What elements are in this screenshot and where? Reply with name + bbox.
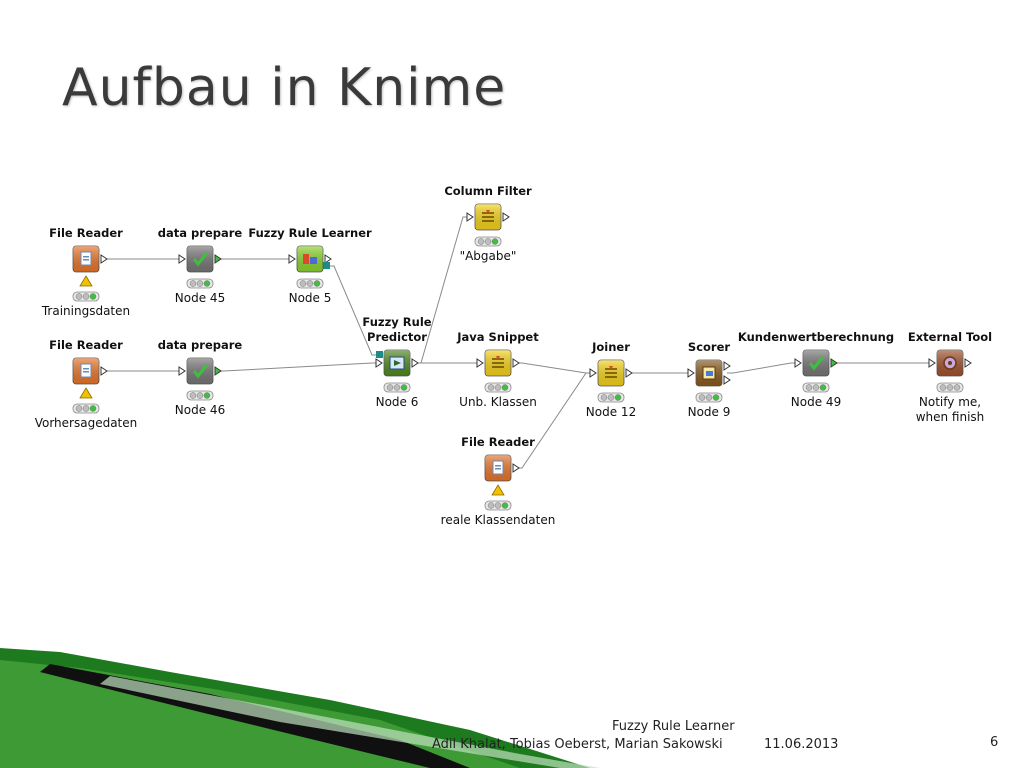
output-port: [512, 358, 520, 368]
node-label: when finish: [916, 410, 985, 424]
footer-authors: Adil Khalat, Tobias Oeberst, Marian Sako…: [432, 737, 723, 752]
connection-js-join: [516, 362, 592, 374]
node-title: Joiner: [591, 340, 630, 354]
node-label: Trainingsdaten: [41, 304, 130, 318]
node-title: File Reader: [461, 435, 535, 449]
output-port: [324, 254, 332, 264]
connection-sc-kw: [727, 362, 797, 374]
status-traffic-light: [484, 500, 512, 511]
status-traffic-light: [484, 382, 512, 393]
output-port: [502, 212, 510, 222]
output-port: [214, 366, 222, 376]
node-label: Node 12: [586, 405, 636, 419]
status-traffic-light: [695, 392, 723, 403]
output-port: [723, 361, 731, 371]
status-traffic-light: [186, 278, 214, 289]
node-label: Node 5: [289, 291, 332, 305]
node-cf[interactable]: Column Filter "Abgabe": [444, 184, 532, 263]
node-label: Node 46: [175, 403, 225, 417]
output-port: [830, 358, 838, 368]
model-port: [376, 351, 383, 358]
node-label: Notify me,: [919, 395, 981, 409]
status-traffic-light: [383, 382, 411, 393]
status-traffic-light: [72, 291, 100, 302]
footer-page-number: 6: [990, 735, 999, 750]
footer-date: 11.06.2013: [764, 737, 839, 752]
slide-decoration: [0, 648, 600, 768]
status-traffic-light: [474, 236, 502, 247]
input-port: [178, 254, 186, 264]
input-port: [476, 358, 484, 368]
node-title: data prepare: [158, 226, 243, 240]
node-title: Kundenwertberechnung: [738, 330, 894, 344]
model-port: [323, 262, 330, 269]
output-port: [214, 254, 222, 264]
footer-title: Fuzzy Rule Learner: [612, 719, 735, 734]
input-port: [288, 254, 296, 264]
node-title: Predictor: [367, 330, 427, 344]
connection-frl-frp: [328, 265, 378, 356]
node-title: Fuzzy Rule Learner: [248, 226, 372, 240]
connection-fr3-join: [516, 372, 592, 469]
output-port: [100, 254, 108, 264]
status-traffic-light: [936, 382, 964, 393]
status-traffic-light: [296, 278, 324, 289]
output-port: [411, 358, 419, 368]
node-title: Java Snippet: [456, 330, 539, 344]
input-port: [375, 358, 383, 368]
node-label: Node 45: [175, 291, 225, 305]
node-title: External Tool: [908, 330, 992, 344]
node-title: Fuzzy Rule: [362, 315, 431, 329]
output-port: [100, 366, 108, 376]
status-traffic-light: [802, 382, 830, 393]
node-title: data prepare: [158, 338, 243, 352]
status-traffic-light: [72, 403, 100, 414]
node-label: Node 9: [688, 405, 731, 419]
input-port: [928, 358, 936, 368]
output-port: [625, 368, 633, 378]
node-title: Column Filter: [444, 184, 532, 198]
node-fr3[interactable]: File Reader reale Klassendaten: [441, 435, 556, 527]
node-label: Node 6: [376, 395, 419, 409]
node-title: File Reader: [49, 338, 123, 352]
status-traffic-light: [597, 392, 625, 403]
status-traffic-light: [186, 390, 214, 401]
output-port: [512, 463, 520, 473]
input-port: [178, 366, 186, 376]
input-port: [687, 368, 695, 378]
node-label: Vorhersagedaten: [35, 416, 138, 430]
input-port: [794, 358, 802, 368]
node-title: Scorer: [688, 340, 730, 354]
node-title: File Reader: [49, 226, 123, 240]
warning-icon: [79, 387, 93, 399]
node-label: Node 49: [791, 395, 841, 409]
warning-icon: [491, 484, 505, 496]
node-label: Unb. Klassen: [459, 395, 537, 409]
output-port: [964, 358, 972, 368]
input-port: [589, 368, 597, 378]
input-port: [466, 212, 474, 222]
node-label: reale Klassendaten: [441, 513, 556, 527]
connection-dp2-frp: [218, 362, 378, 372]
output-port: [723, 375, 731, 385]
decor-light-band: [100, 676, 600, 768]
slide-title: Aufbau in Knime: [62, 58, 507, 118]
node-label: "Abgabe": [460, 249, 517, 263]
warning-icon: [79, 275, 93, 287]
